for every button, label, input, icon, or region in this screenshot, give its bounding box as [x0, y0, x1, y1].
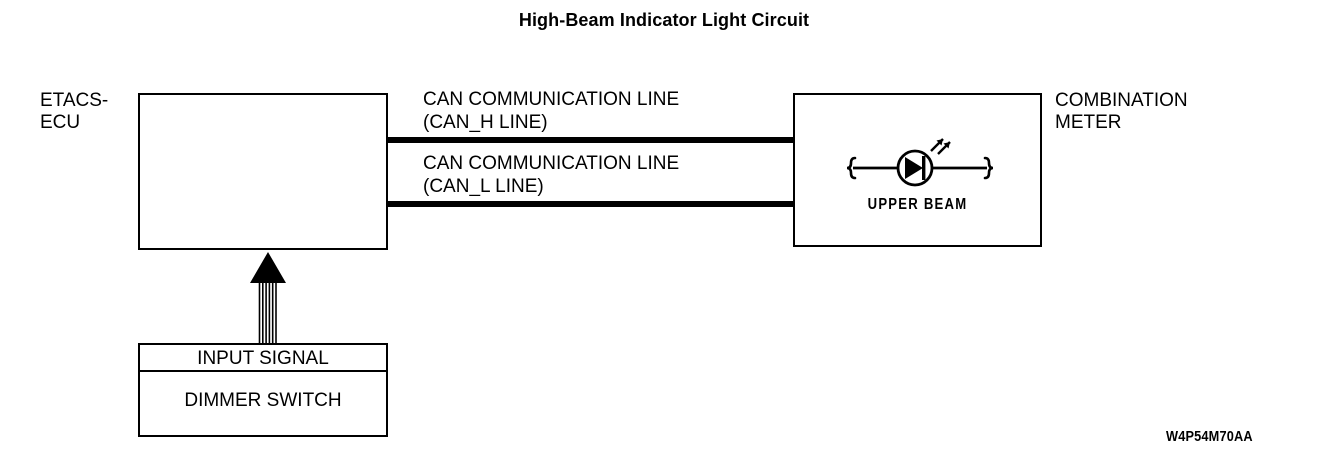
can-l-bus-line — [388, 201, 793, 207]
can-l-line-label: CAN COMMUNICATION LINE (CAN_L LINE) — [423, 152, 679, 198]
dimmer-block-divider — [140, 370, 386, 372]
can-h-label-line2: (CAN_H LINE) — [423, 112, 548, 133]
page-title: High-Beam Indicator Light Circuit — [518, 10, 810, 30]
combination-meter-label-line1: COMBINATION — [1055, 90, 1188, 111]
upper-beam-label: UPPER BEAM — [867, 196, 968, 213]
dimmer-switch-block — [138, 343, 388, 437]
can-h-label-line1: CAN COMMUNICATION LINE — [423, 89, 680, 110]
combination-meter-label-line2: METER — [1055, 112, 1122, 133]
can-l-label-line2: (CAN_L LINE) — [423, 176, 544, 197]
dimmer-switch-label: DIMMER SWITCH — [184, 390, 342, 411]
etacs-ecu-label-line2: ECU — [40, 112, 81, 133]
can-l-label-line1: CAN COMMUNICATION LINE — [423, 153, 680, 174]
input-signal-label: INPUT SIGNAL — [197, 348, 329, 369]
etacs-ecu-block — [138, 93, 388, 250]
combination-meter-label: COMBINATION METER — [1055, 90, 1188, 134]
etacs-ecu-label-line1: ETACS- — [40, 90, 109, 111]
led-indicator-lamp-icon — [846, 138, 994, 187]
etacs-ecu-label: ETACS- ECU — [40, 90, 108, 134]
can-h-bus-line — [388, 137, 793, 143]
input-signal-arrow-icon — [250, 252, 286, 345]
drawing-reference-code: W4P54M70AA — [1166, 428, 1253, 445]
can-h-line-label: CAN COMMUNICATION LINE (CAN_H LINE) — [423, 88, 679, 134]
